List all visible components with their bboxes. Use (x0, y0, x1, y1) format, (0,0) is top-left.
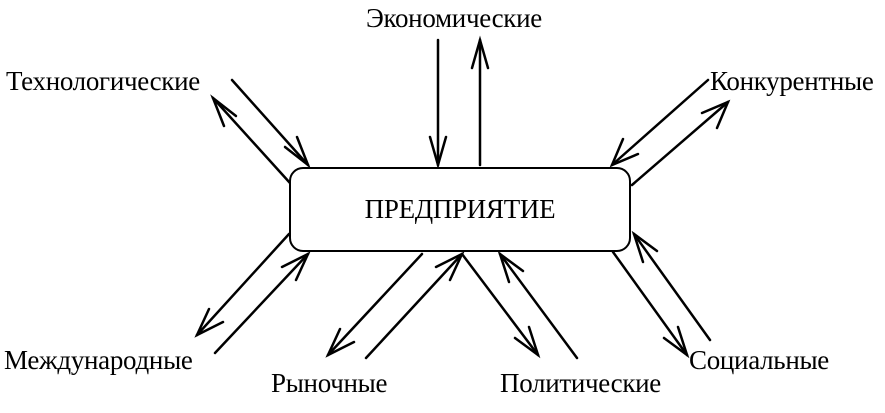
label-technological: Технологические (6, 66, 200, 96)
enterprise-label: ПРЕДПРИЯТИЕ (364, 194, 556, 224)
label-international: Международные (4, 345, 193, 375)
arrow-political-out (460, 252, 541, 359)
arrow-competitive-in (609, 78, 710, 168)
arrow-economic-in (428, 38, 448, 170)
enterprise-box: ПРЕДПРИЯТИЕ (289, 167, 631, 252)
label-competitive: Конкурентные (710, 66, 874, 96)
arrow-political-in (497, 250, 579, 360)
arrow-market-out (325, 252, 424, 358)
label-social: Социальные (689, 345, 829, 375)
arrow-international-in (213, 251, 311, 355)
label-economic: Экономические (366, 3, 542, 33)
label-political: Политические (500, 368, 661, 398)
arrow-technological-in (230, 78, 311, 169)
arrow-economic-out (470, 35, 490, 167)
arrow-market-in (364, 251, 465, 360)
arrow-social-out (611, 250, 690, 359)
arrow-social-in (631, 230, 712, 342)
arrow-technological-out (210, 94, 292, 185)
arrow-competitive-out (630, 99, 731, 187)
label-market: Рыночные (271, 368, 388, 398)
arrow-international-out (194, 232, 291, 338)
